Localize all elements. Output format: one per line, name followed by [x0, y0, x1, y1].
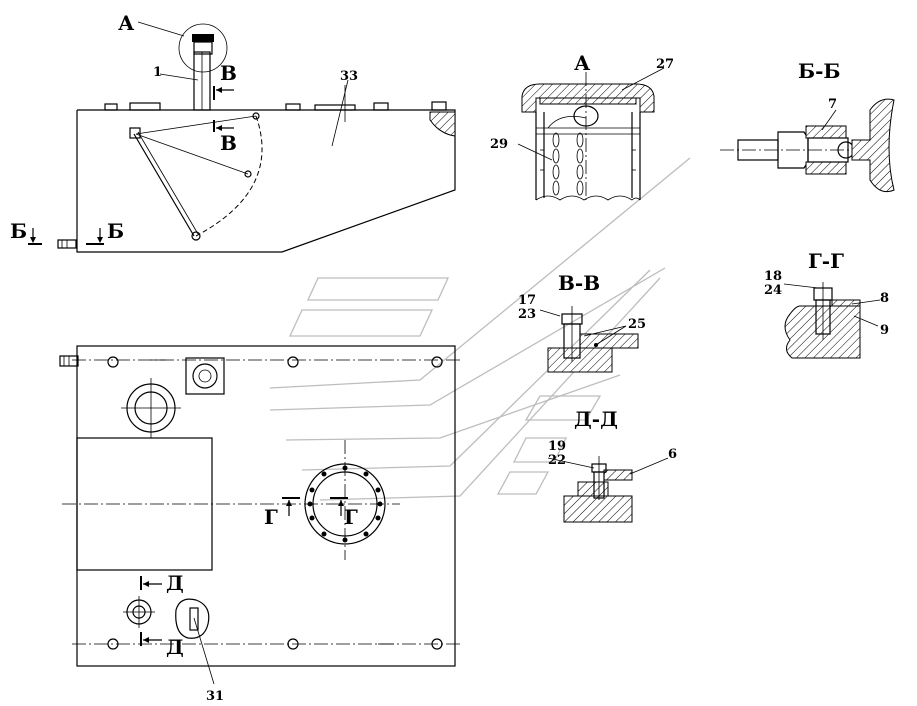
detail-a-title: А: [574, 51, 591, 75]
pos-23: 23: [518, 307, 536, 322]
pos-7: 7: [828, 97, 837, 112]
section-vv-title: В-В: [558, 271, 600, 295]
watermark: [269, 157, 691, 501]
pos-8: 8: [880, 291, 889, 306]
tank-plan-view: [59, 345, 460, 685]
label-section-b-left: Б: [10, 219, 27, 243]
section-gg-view: [783, 282, 881, 359]
section-dd-title: Д-Д: [574, 407, 618, 431]
pos-19: 19: [548, 439, 566, 454]
pos-25: 25: [628, 317, 646, 332]
pos-17: 17: [518, 293, 536, 308]
label-section-b-right: Б: [107, 219, 124, 243]
section-bb-title: Б-Б: [798, 59, 840, 83]
pos-29: 29: [490, 137, 508, 152]
label-section-v-top: В: [220, 61, 237, 85]
section-dd-view: [547, 456, 669, 523]
pos-24: 24: [764, 283, 782, 298]
pos-22: 22: [548, 453, 566, 468]
section-gg-title: Г-Г: [808, 249, 844, 273]
pos-18: 18: [764, 269, 782, 284]
detail-a-view: [517, 67, 665, 201]
pos-6: 6: [668, 447, 677, 462]
label-section-g-right: Г: [344, 505, 358, 529]
label-section-g-left: Г: [264, 505, 278, 529]
pos-9: 9: [880, 323, 889, 338]
label-section-d-top: Д: [166, 571, 184, 595]
pos-27: 27: [656, 57, 674, 72]
section-vv-view: [539, 306, 639, 373]
tank-side-view: [28, 21, 456, 253]
pos-33: 33: [340, 69, 358, 84]
label-detail-a: А: [118, 11, 135, 35]
section-bb-view: [720, 98, 895, 193]
label-section-d-bottom: Д: [166, 635, 184, 659]
label-section-v-bottom: В: [220, 131, 237, 155]
pos-1: 1: [153, 65, 162, 80]
pos-31: 31: [206, 689, 224, 704]
